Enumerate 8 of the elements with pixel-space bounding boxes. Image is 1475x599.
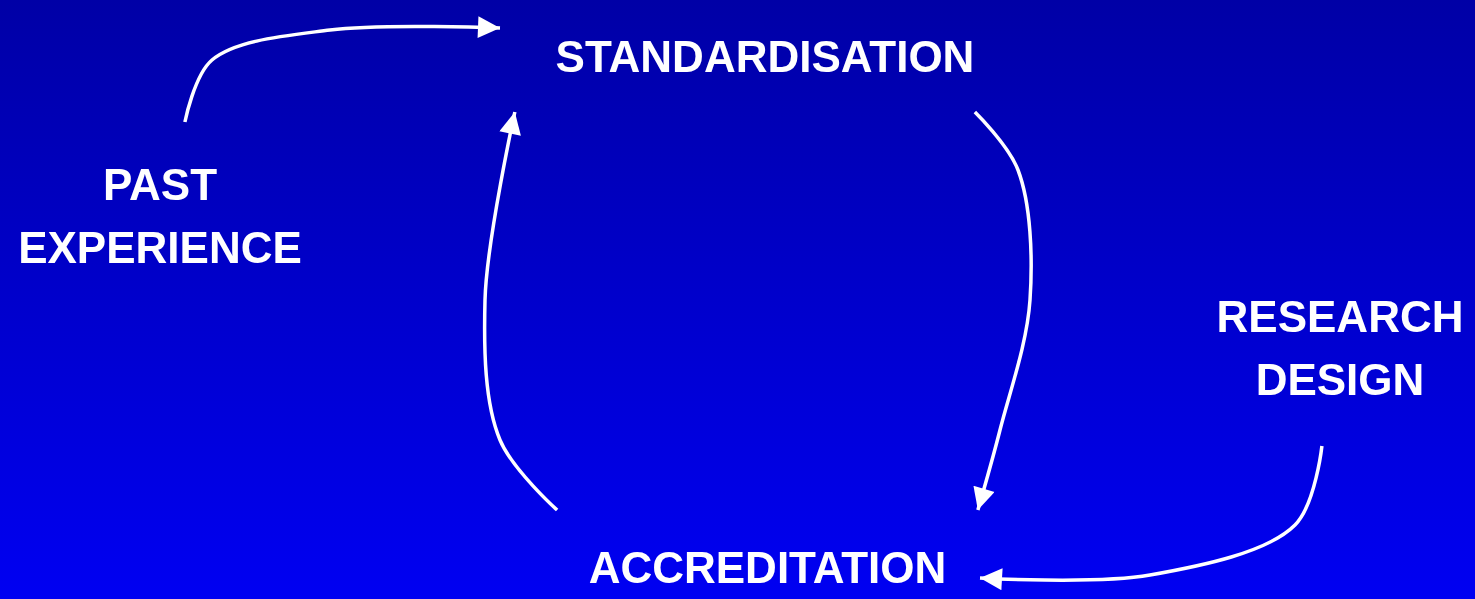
- arrow: [973, 110, 1033, 511]
- node-label: STANDARDISATION: [555, 30, 975, 83]
- arrow: [183, 16, 501, 123]
- node-label: PAST EXPERIENCE: [17, 159, 303, 274]
- node-label: ACCREDITATION: [588, 542, 947, 594]
- arrow: [979, 445, 1324, 591]
- arrow: [482, 111, 559, 512]
- node-label: RESEARCH DESIGN: [1215, 291, 1465, 406]
